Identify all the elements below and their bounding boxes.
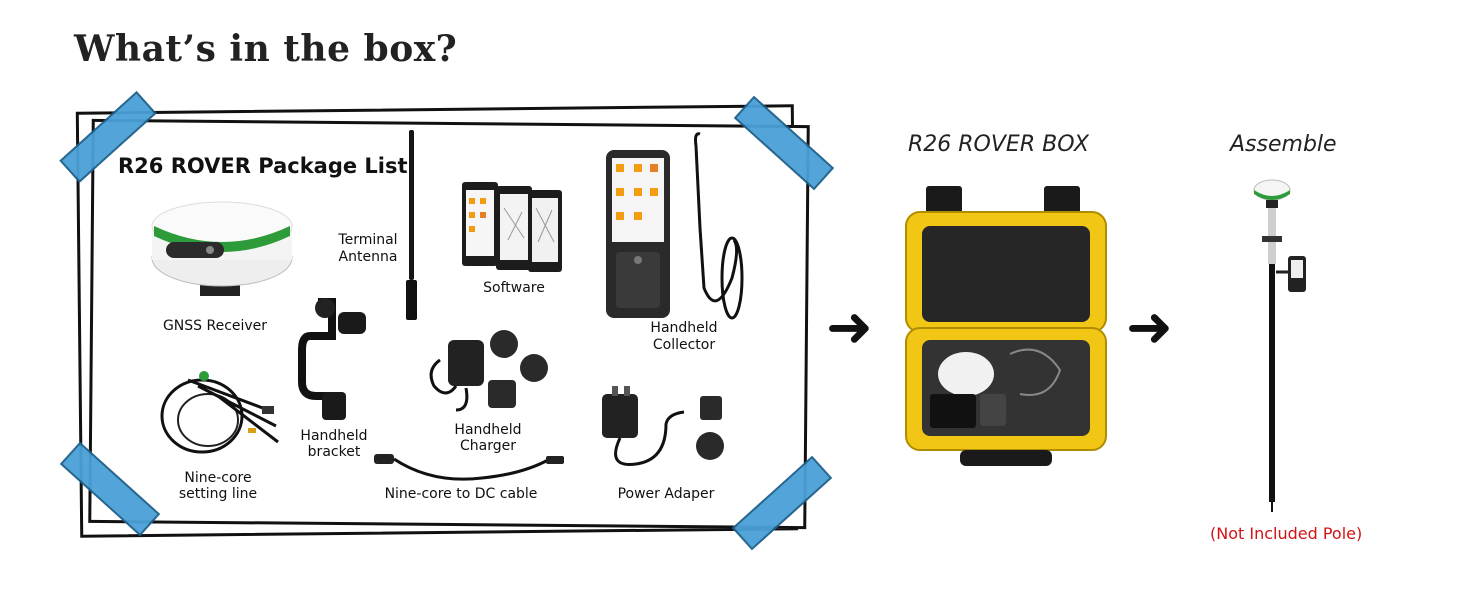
label-bracket-line2: bracket bbox=[307, 444, 361, 460]
package-list-title: R26 ROVER Package List bbox=[118, 154, 408, 178]
handheld-bracket-image bbox=[298, 298, 366, 420]
rover-box-title: R26 ROVER BOX bbox=[908, 132, 1089, 157]
dc-cable-image bbox=[374, 454, 564, 481]
page-title: What’s in the box? bbox=[74, 28, 458, 70]
gnss-receiver-image bbox=[151, 201, 293, 296]
assembled-rover-pole-image bbox=[1253, 179, 1306, 512]
rover-box-case-image bbox=[905, 186, 1107, 466]
terminal-antenna-image bbox=[406, 130, 417, 320]
label-bracket-line1: Handheld bbox=[300, 428, 368, 444]
label-power-adapter: Power Adaper bbox=[617, 486, 715, 502]
label-dc-cable: Nine-core to DC cable bbox=[384, 486, 538, 502]
label-gnss-receiver: GNSS Receiver bbox=[162, 318, 268, 334]
setting-line-cable-image bbox=[160, 371, 279, 454]
label-collector-line2: Collector bbox=[652, 337, 716, 353]
label-antenna-line2: Antenna bbox=[338, 249, 398, 265]
label-charger-line1: Handheld bbox=[454, 422, 522, 438]
handheld-charger-image bbox=[429, 330, 548, 412]
assemble-title: Assemble bbox=[1230, 132, 1337, 157]
label-collector-line1: Handheld bbox=[650, 320, 718, 336]
label-software: Software bbox=[483, 280, 545, 296]
handheld-collector-image bbox=[606, 132, 744, 320]
label-antenna-line1: Terminal bbox=[338, 232, 398, 248]
not-included-pole-note: (Not Included Pole) bbox=[1210, 524, 1363, 543]
software-screenshots-image bbox=[462, 182, 562, 272]
right-arrow-icon-2: ➜ bbox=[1126, 295, 1173, 360]
right-arrow-icon: ➜ bbox=[826, 295, 873, 360]
label-charger-line2: Charger bbox=[460, 438, 516, 454]
label-setting-line2: setting line bbox=[178, 486, 258, 502]
power-adapter-image bbox=[602, 386, 724, 466]
label-setting-line1: Nine-core bbox=[184, 470, 252, 486]
